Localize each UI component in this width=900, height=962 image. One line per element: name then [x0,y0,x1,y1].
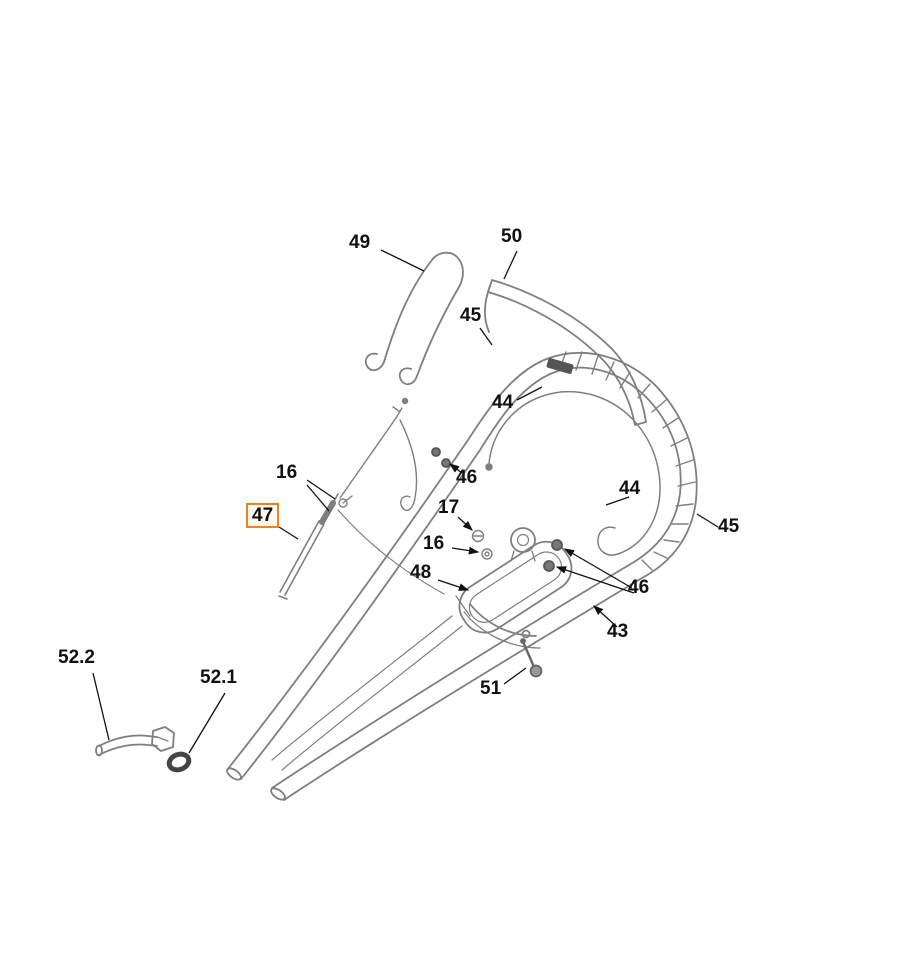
washer-16 [481,548,493,560]
washer-52-1 [166,751,192,773]
callout-52-1[interactable]: 52.1 [200,667,237,688]
inner-wire-bail [485,391,661,556]
callout-44-right[interactable]: 44 [619,478,641,499]
screws-46-upper [431,447,451,468]
callout-16-upper[interactable]: 16 [276,462,298,483]
leader-51 [503,667,527,685]
leader-45-top [479,327,493,346]
callout-49[interactable]: 49 [349,232,371,253]
leader-49 [380,249,425,272]
leader-47 [278,526,299,540]
callout-51[interactable]: 51 [480,678,502,699]
leader-16-lower [451,546,480,555]
leader-50 [503,250,518,280]
callout-43[interactable]: 43 [607,621,629,642]
leader-16-upper-b [306,484,330,512]
main-handle-tube [226,352,698,801]
leader-48 [437,579,470,591]
leader-46-right-b [555,566,635,594]
callout-47-highlighted[interactable]: 47 [246,503,280,528]
callout-50[interactable]: 50 [501,226,523,247]
callout-16-lower[interactable]: 16 [423,533,445,554]
callout-45-top[interactable]: 45 [460,305,482,326]
leader-17 [457,516,473,531]
leader-16-upper-a [306,479,336,500]
handle-warning-label [546,358,574,374]
leader-52-2 [92,672,110,741]
callout-17[interactable]: 17 [438,497,460,518]
leader-45-right [696,513,719,528]
cable-lower-runs [271,509,463,771]
bail-control-bar [484,279,647,426]
callout-52-2[interactable]: 52.2 [58,647,95,668]
cable-upper [338,397,418,512]
callout-46-upper[interactable]: 46 [456,467,478,488]
leader-44-right [605,496,630,506]
screw-17 [471,529,485,543]
leader-52-1 [188,692,226,754]
handle-grip-hatching [559,351,696,571]
leader-46-right-a [563,548,633,589]
callout-44-left[interactable]: 44 [492,392,514,413]
callout-48[interactable]: 48 [410,562,432,583]
leader-46-upper [448,463,463,474]
screws-46-right [543,539,563,572]
rod-52-2 [95,726,175,757]
cable-47 [278,493,339,600]
callout-45-right[interactable]: 45 [718,516,740,537]
leader-lines [92,249,719,754]
leader-44-left [516,386,543,401]
leader-43 [593,605,618,628]
bolt-51 [520,638,543,678]
upper-loop-handle [364,251,464,386]
callout-46-right[interactable]: 46 [628,577,650,598]
